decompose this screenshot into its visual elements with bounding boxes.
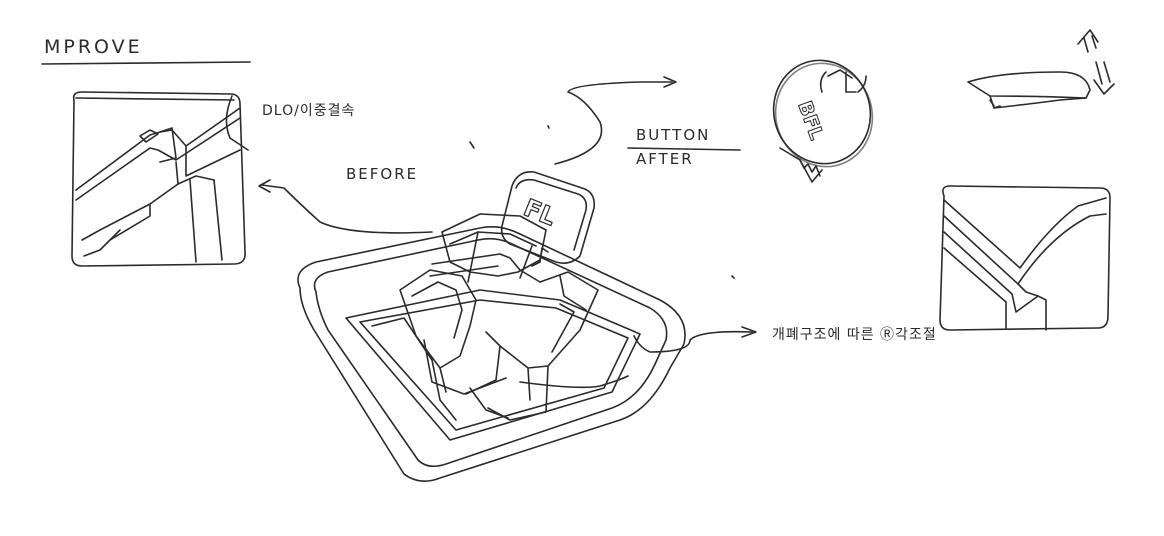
up-arrow-icon [1077,29,1099,53]
before-label: BEFORE [346,165,419,183]
clip-side-view [967,29,1115,109]
main-latch-sketch: FL [297,170,686,482]
before-detail-view [71,91,249,267]
after-detail-view [939,185,1111,331]
dlo-label: DLO/이중결속 [262,103,356,119]
down-arrow-icon [1093,61,1115,95]
before-tab-stamp: FL [520,194,560,232]
after-button-sketch: BFL [772,59,874,183]
angle-adjust-label: 개폐구조에 따른 Ⓡ각조절 [772,327,937,343]
arrow-to-angle-label [633,330,753,353]
title-underline [41,61,251,65]
after-button-stamp: BFL [793,98,827,143]
arrow-to-button [554,81,673,165]
arrow-to-detail [261,184,433,234]
button-label: BUTTON [636,126,711,144]
after-label: AFTER [636,150,694,168]
page-title: MPROVE [44,36,143,58]
button-after-divider [627,147,741,151]
